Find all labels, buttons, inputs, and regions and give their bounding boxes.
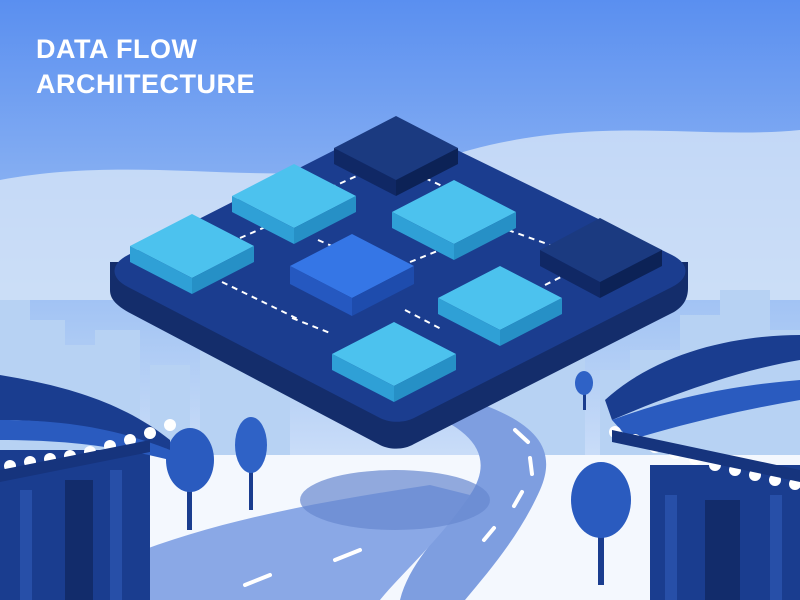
- hanok-left: [0, 375, 176, 600]
- tile-upper-left: [232, 164, 356, 244]
- tile-lower-right: [438, 266, 562, 346]
- tile-bottom: [332, 322, 456, 402]
- tree-left-2: [235, 417, 267, 510]
- tile-left: [130, 214, 254, 294]
- tile-upper-right: [392, 180, 516, 260]
- headline: DATA FLOW ARCHITECTURE: [36, 32, 255, 102]
- road-markings: [243, 428, 534, 587]
- headline-line-1: DATA FLOW: [36, 34, 198, 64]
- tile-center: [290, 234, 414, 316]
- tile-top-dark: [334, 116, 458, 196]
- headline-line-2: ARCHITECTURE: [36, 69, 255, 99]
- tree-left-1: [166, 428, 214, 530]
- tree-right-1: [571, 462, 631, 585]
- platform-shadow: [300, 470, 490, 530]
- hanok-right: [605, 335, 800, 600]
- tree-right-2: [575, 371, 593, 410]
- tile-right-dark: [540, 218, 662, 298]
